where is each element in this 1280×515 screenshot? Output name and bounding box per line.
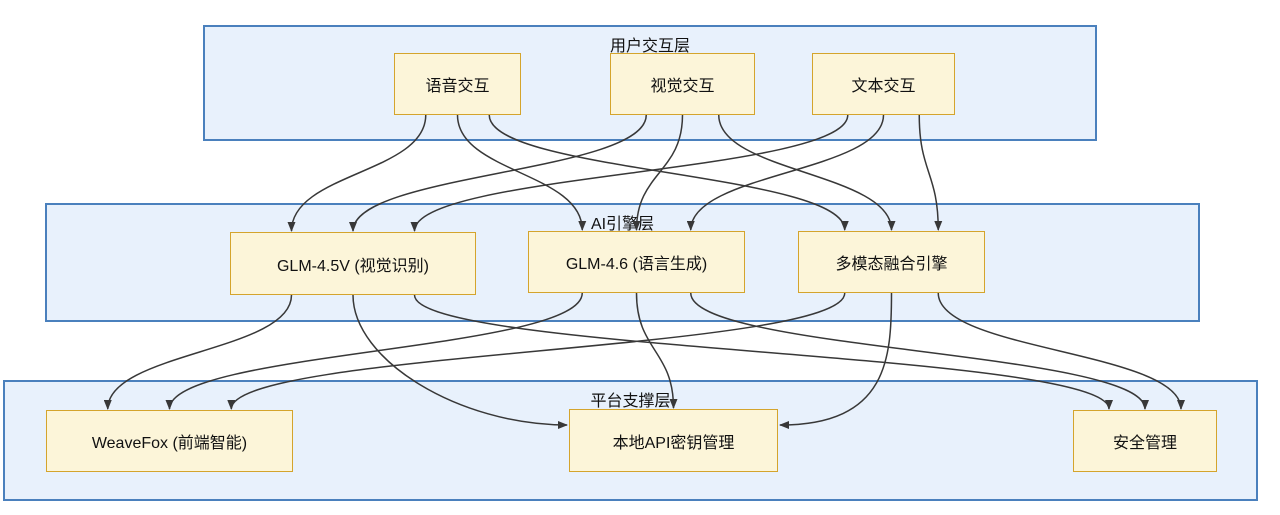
node-label: 本地API密钥管理 <box>612 434 735 452</box>
node-glm-4-6: GLM-4.6 (语言生成) <box>528 231 745 293</box>
node-text-interaction: 文本交互 <box>812 53 955 115</box>
node-label: 文本交互 <box>851 78 916 95</box>
node-local-api-key-management: 本地API密钥管理 <box>569 409 778 472</box>
node-visual-interaction: 视觉交互 <box>610 53 755 115</box>
node-weavefox: WeaveFox (前端智能) <box>46 410 293 472</box>
node-glm-4-5v: GLM-4.5V (视觉识别) <box>230 232 476 295</box>
node-label: 视觉交互 <box>650 78 715 95</box>
node-label: 多模态融合引擎 <box>835 256 948 273</box>
node-label: GLM-4.6 (语言生成) <box>565 256 708 273</box>
node-label: 语音交互 <box>425 78 490 95</box>
node-label: 安全管理 <box>1112 435 1177 452</box>
node-label: GLM-4.5V (视觉识别) <box>276 257 430 275</box>
node-label: WeaveFox (前端智能) <box>91 435 248 452</box>
node-voice-interaction: 语音交互 <box>394 53 521 115</box>
layer-title-user-interaction: 用户交互层 <box>609 38 690 55</box>
node-security-management: 安全管理 <box>1073 410 1217 472</box>
layer-title-platform-support: 平台支撑层 <box>590 393 671 410</box>
node-multimodal-fusion-engine: 多模态融合引擎 <box>798 231 985 293</box>
